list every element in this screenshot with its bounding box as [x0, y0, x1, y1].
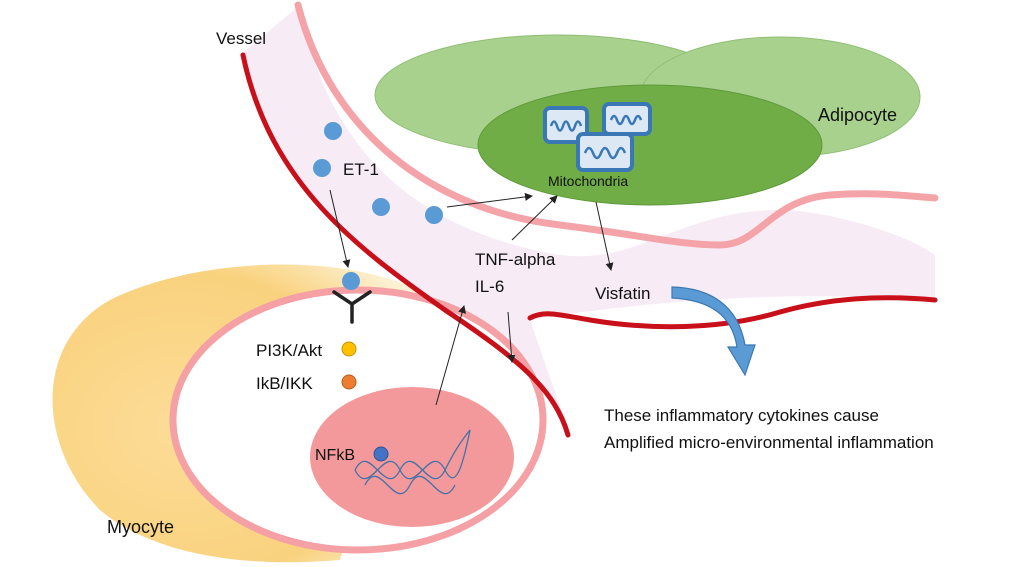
adipocyte-nucleus: [477, 84, 823, 206]
tnf-alpha-label: TNF-alpha: [475, 250, 556, 269]
nfkb-dot: [373, 446, 389, 462]
il6-label: IL-6: [475, 277, 504, 296]
et1-label: ET-1: [343, 160, 379, 179]
mitochondria-label: Mitochondria: [548, 173, 628, 189]
visfatin-curved-arrow: [671, 286, 756, 377]
ikb-ikk-dot: [341, 374, 357, 390]
et1-molecule: [372, 198, 390, 216]
pi3k-akt-dot: [341, 341, 357, 357]
vessel-inner-wall-right: [527, 295, 938, 330]
nfkb-label: NFkB: [315, 447, 355, 464]
et1-molecule: [342, 272, 360, 290]
arrow-mitochondria-to-visfatin: [595, 201, 614, 271]
arrow-et1-to-receptor: [329, 189, 351, 268]
ikb-ikk-label: IkB/IKK: [256, 374, 313, 393]
pi3k-akt-label: PI3K/Akt: [256, 341, 322, 360]
signaling-arrows: [329, 189, 614, 406]
arrow-et1-to-mitochondria: [446, 192, 533, 208]
vessel-inner-wall-left: [240, 52, 571, 438]
arrow-tnf-to-mitochondria: [511, 195, 558, 241]
arrow-nucleus-to-cytokines: [435, 305, 466, 406]
vessel-label: Vessel: [216, 29, 266, 48]
et1-molecule: [324, 122, 342, 140]
adipocyte-label: Adipocyte: [818, 105, 897, 125]
myocyte-label: Myocyte: [107, 517, 174, 537]
caption-line-1: These inflammatory cytokines cause: [604, 406, 879, 425]
mitochondria-icon: [543, 102, 652, 172]
et1-molecule: [313, 159, 331, 177]
et1-molecule: [425, 206, 443, 224]
vessel-outer-wall: [294, 1, 939, 249]
arrow-cytokines-down: [507, 311, 516, 363]
dna-helix-icon: [354, 429, 471, 495]
myocyte-nucleus: [310, 387, 514, 527]
receptor-icon: [332, 290, 372, 324]
caption-line-2: Amplified micro-environmental inflammati…: [604, 433, 934, 452]
visfatin-label: Visfatin: [595, 284, 650, 303]
